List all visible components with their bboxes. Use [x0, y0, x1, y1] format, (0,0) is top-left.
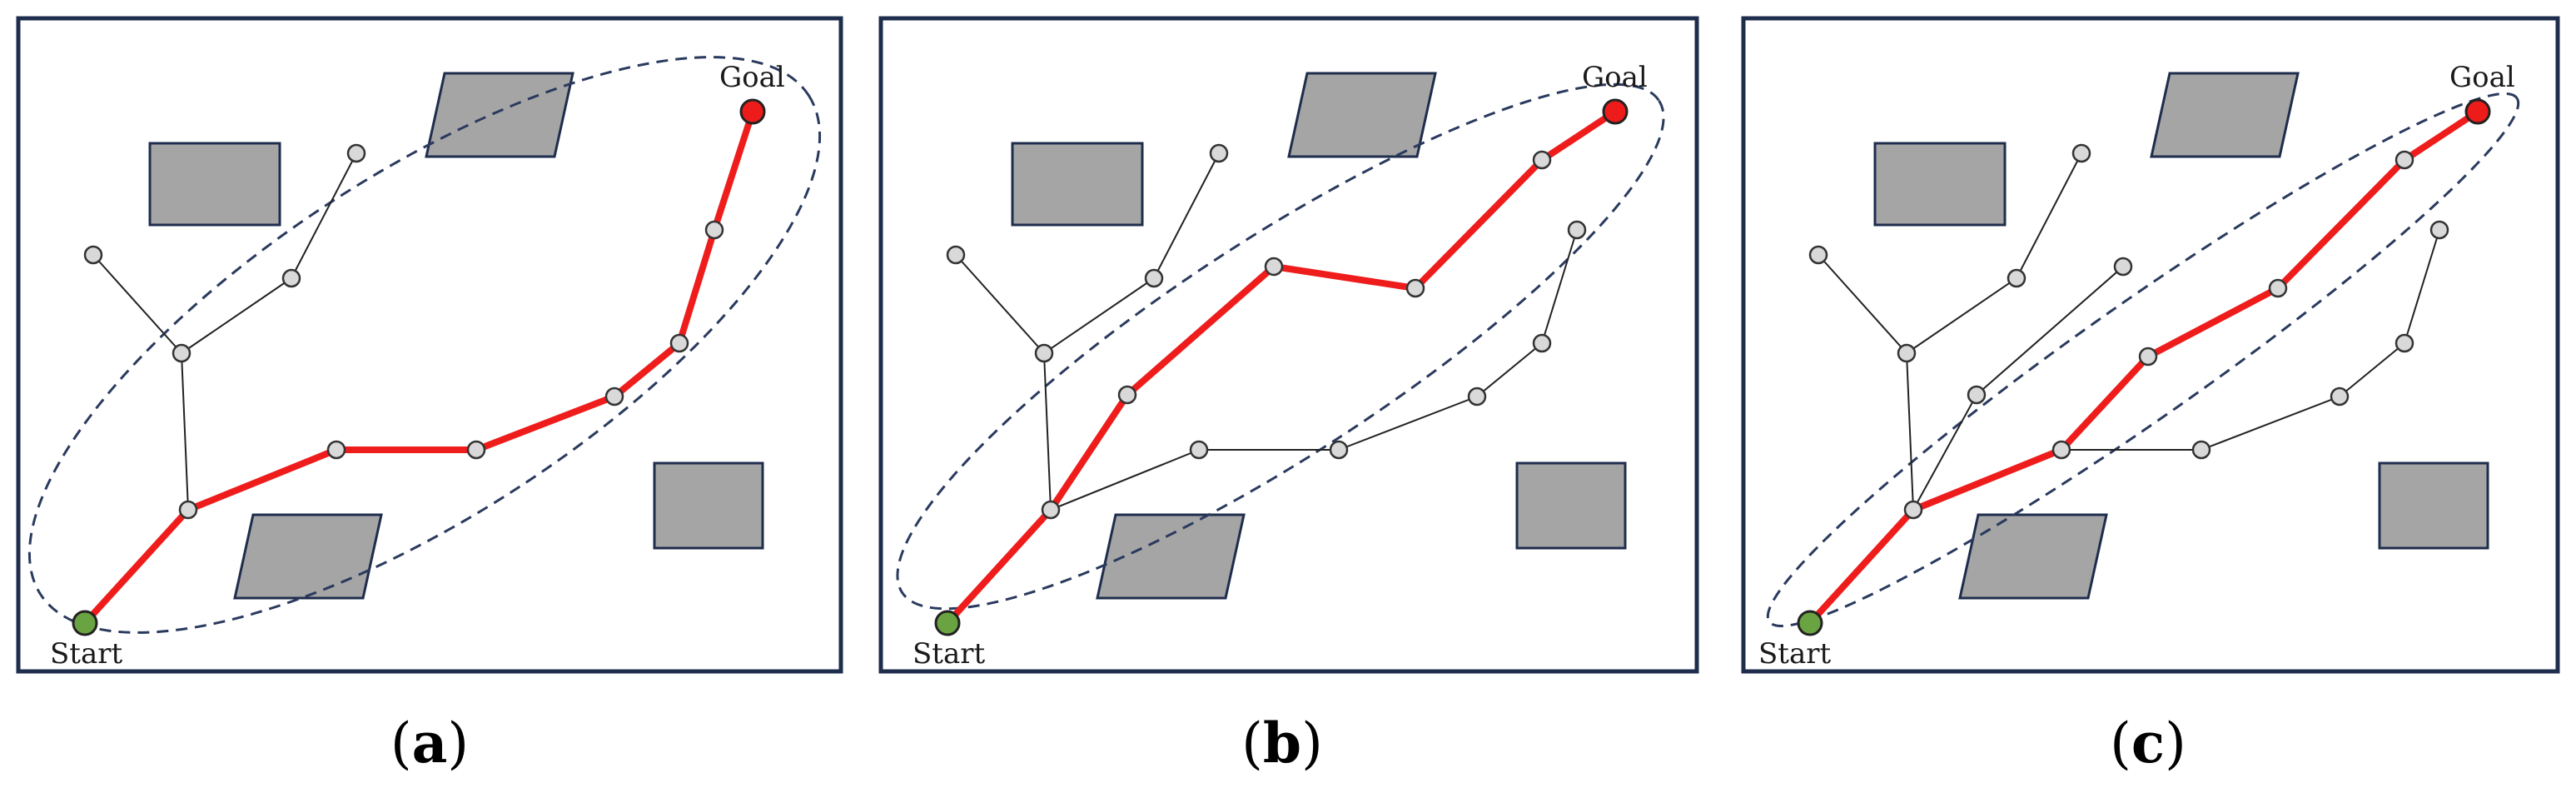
obstacle	[2378, 461, 2489, 550]
start-label: Start	[1758, 637, 1831, 671]
tree-node	[1808, 245, 1828, 265]
obstacle	[1958, 513, 2108, 600]
tree-node	[1144, 268, 1164, 288]
goal-node	[2464, 98, 2491, 125]
tree-node	[1405, 278, 1425, 298]
obstacle	[148, 142, 281, 227]
caption-b: (b)	[1241, 711, 1323, 776]
start-label: Start	[50, 637, 122, 671]
caption-a: (a)	[390, 711, 470, 776]
tree-node	[1532, 333, 1552, 353]
caption-b-letter: b	[1262, 711, 1302, 776]
tree-edges	[1818, 152, 2440, 511]
tree-node	[1329, 440, 1349, 460]
obstacle	[2150, 72, 2300, 158]
goal-label: Goal	[2449, 61, 2515, 94]
obstacle	[1011, 142, 1144, 227]
obstacle	[1873, 142, 2007, 227]
tree-node	[2394, 150, 2414, 170]
tree-node	[466, 440, 486, 460]
solution-path	[82, 108, 756, 626]
panel-a: Start Goal	[16, 16, 843, 674]
panel-frame	[878, 16, 1699, 674]
tree-node	[669, 333, 689, 353]
caption-c: (c)	[2110, 711, 2186, 776]
tree-node	[2268, 278, 2288, 298]
goal-label: Goal	[1582, 61, 1648, 94]
tree-node	[946, 245, 966, 265]
tree-node	[1117, 385, 1137, 405]
caption-a-letter: a	[411, 711, 448, 776]
tree-node	[1041, 500, 1061, 520]
tree-node	[1567, 220, 1587, 240]
tree-node	[2330, 387, 2350, 406]
tree-node	[83, 245, 103, 265]
start-node	[1797, 610, 1823, 636]
tree-node	[178, 500, 198, 520]
goal-node	[739, 98, 766, 125]
tree-edges	[92, 152, 357, 511]
tree-node	[2394, 333, 2414, 353]
obstacle	[1515, 461, 1627, 550]
start-node	[72, 610, 98, 636]
tree-node	[1897, 343, 1917, 363]
obstacle	[1287, 72, 1437, 158]
caption-c-letter: c	[2131, 711, 2166, 776]
obstacle	[233, 513, 383, 600]
tree-edges	[955, 152, 1578, 511]
tree-node	[1209, 143, 1229, 163]
panel-c: Start Goal	[1741, 16, 2560, 674]
tree-node	[1189, 440, 1209, 460]
start-node	[934, 610, 961, 636]
tree-node	[604, 387, 624, 406]
tree-node	[2138, 347, 2158, 367]
obstacle	[1096, 513, 1246, 600]
tree-nodes	[946, 143, 1587, 520]
tree-node	[1264, 257, 1284, 277]
tree-node	[1467, 387, 1487, 406]
panel-frame	[16, 16, 843, 674]
panel-b: Start Goal	[878, 16, 1699, 674]
tree-node	[2007, 268, 2026, 288]
tree-node	[1532, 150, 1552, 170]
tree-nodes	[83, 143, 724, 520]
tree-node	[2051, 440, 2071, 460]
tree-node	[1967, 385, 1987, 405]
tree-node	[1903, 500, 1923, 520]
obstacle	[425, 72, 574, 158]
tree-node	[704, 220, 724, 240]
tree-node	[172, 343, 191, 363]
tree-node	[281, 268, 301, 288]
sampling-ellipse	[896, 82, 1665, 611]
tree-nodes	[1808, 143, 2449, 520]
goal-node	[1602, 98, 1629, 125]
start-label: Start	[913, 637, 985, 671]
tree-node	[2429, 220, 2449, 240]
tree-node	[2071, 143, 2091, 163]
obstacle	[653, 461, 764, 550]
tree-node	[346, 143, 366, 163]
panel-frame	[1741, 16, 2560, 674]
sampling-ellipse	[1766, 92, 2520, 628]
tree-node	[2113, 257, 2133, 277]
tree-node	[1034, 343, 1054, 363]
goal-label: Goal	[719, 61, 785, 94]
tree-node	[326, 440, 346, 460]
tree-node	[2191, 440, 2211, 460]
